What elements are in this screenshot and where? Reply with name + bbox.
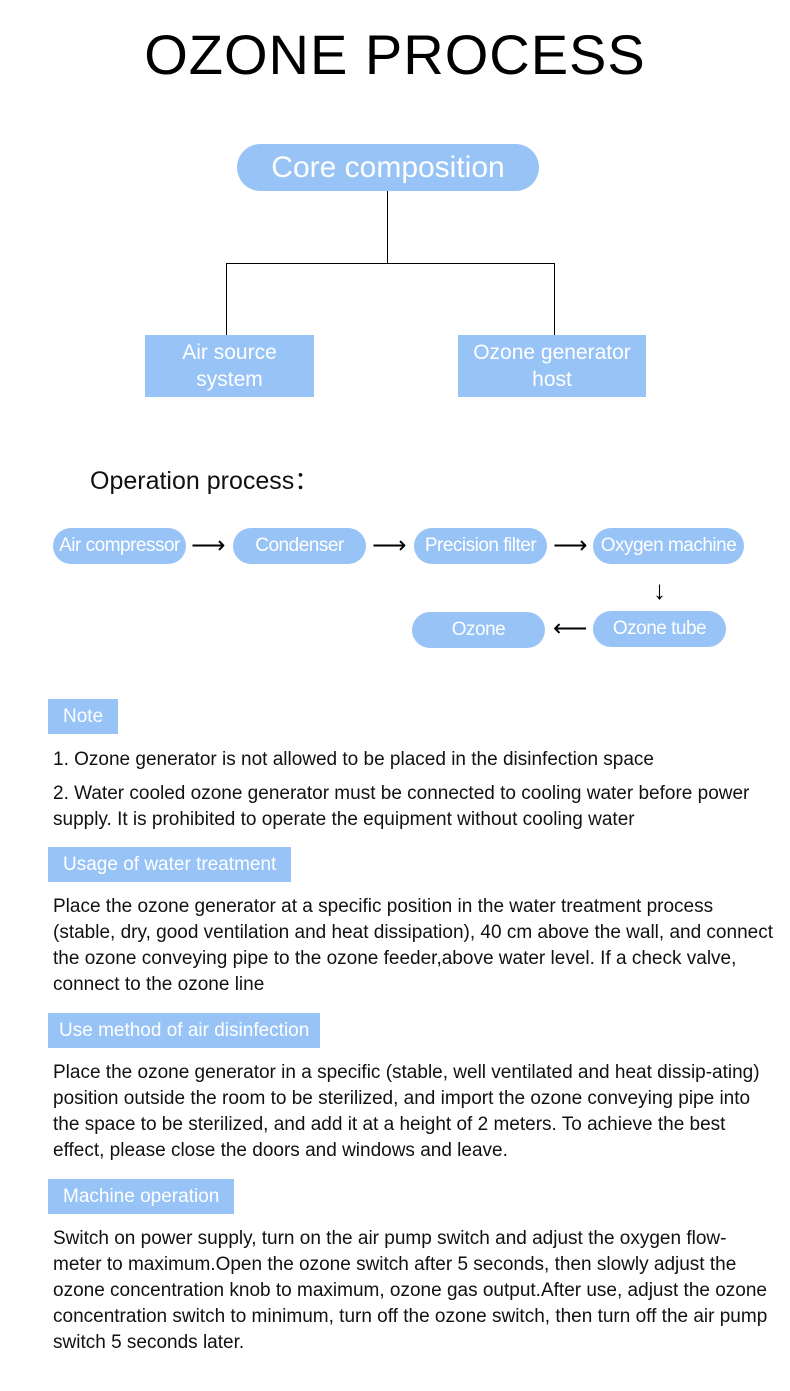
page-title: OZONE PROCESS <box>144 23 646 86</box>
air-disinfection-text: Place the ozone generator in a specific … <box>53 1062 760 1161</box>
note-item: 2. Water cooled ozone generator must be … <box>53 783 750 830</box>
machine-operation-text: Switch on power supply, turn on the air … <box>53 1228 768 1353</box>
step-ozone-tube: Ozone tube <box>593 611 726 647</box>
air-source-system-node: Air source system <box>145 335 314 397</box>
step-condenser: Condenser <box>233 528 366 564</box>
tree-connector-horizontal <box>226 263 555 264</box>
step-oxygen-machine: Oxygen machine <box>593 528 744 564</box>
node-label-line: system <box>196 368 263 391</box>
note-tag: Note <box>48 699 119 734</box>
node-label-line: Ozone generator <box>473 341 631 364</box>
water-treatment-tag: Usage of water treatment <box>48 847 292 882</box>
tree-connector-vertical <box>387 191 388 263</box>
machine-operation-tag: Machine operation <box>48 1179 235 1214</box>
arrow-left-icon: ⟵ <box>553 615 588 642</box>
air-disinfection-tag: Use method of air disinfection <box>48 1013 321 1048</box>
arrow-right-icon: ⟶ <box>553 532 588 559</box>
arrow-right-icon: ⟶ <box>372 532 407 559</box>
arrow-down-icon: ↓ <box>653 575 666 605</box>
tree-connector-right <box>554 263 555 335</box>
note-item: 1. Ozone generator is not allowed to be … <box>53 749 654 770</box>
step-ozone: Ozone <box>412 612 545 648</box>
node-label-line: Air source <box>182 341 277 364</box>
arrow-right-icon: ⟶ <box>191 532 226 559</box>
step-precision-filter: Precision filter <box>414 528 547 564</box>
water-treatment-text: Place the ozone generator at a specific … <box>53 896 773 995</box>
tree-connector-left <box>226 263 227 335</box>
operation-process-heading: Operation process： <box>90 467 320 495</box>
node-label-line: host <box>532 368 572 391</box>
core-composition-node: Core composition <box>237 144 539 191</box>
ozone-generator-host-node: Ozone generator host <box>458 335 646 397</box>
step-air-compressor: Air compressor <box>53 528 186 564</box>
